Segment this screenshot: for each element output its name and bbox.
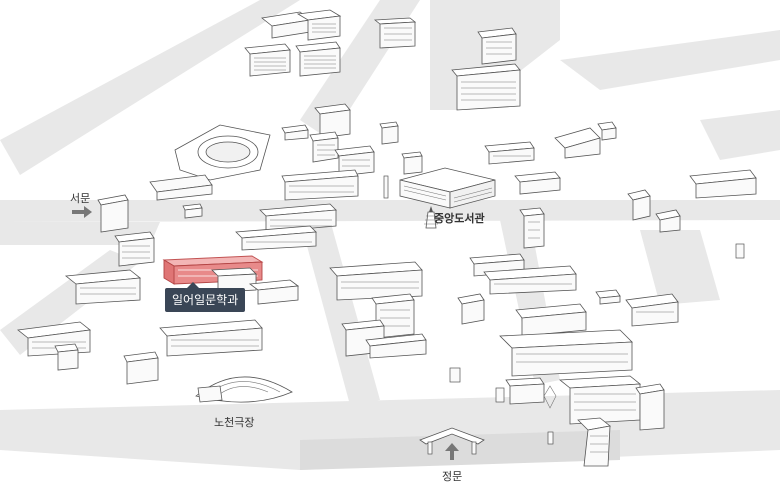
outdoor-theater [195,376,293,403]
tower-icon [424,206,438,229]
building-near-department [211,267,300,305]
building-cluster-west [17,194,203,385]
arrow-up-icon [445,443,459,460]
building-cluster-north-east [451,27,521,111]
building-cluster-east-north [484,121,757,259]
building-cluster-central-west [159,203,337,357]
signposts [449,367,554,445]
department-callout[interactable]: 일어일문학과 [165,282,246,312]
west-gate-label[interactable]: 서문 [70,192,91,205]
building-cluster-center-north [281,103,423,201]
outdoor-theater-label[interactable]: 노천극장 [214,416,255,429]
stadium [149,124,309,201]
central-library-label[interactable]: 중앙도서관 [434,212,485,225]
main-gate-structure [419,427,485,455]
building-cluster-east-center [457,253,679,337]
building-north-center [373,17,417,49]
arrow-right-icon [72,206,92,218]
building-complex-south-east [499,329,665,467]
main-gate-label[interactable]: 정문 [442,470,463,483]
building-cluster-north-west [244,9,342,77]
central-library-building [383,167,496,209]
building-cluster-center [329,261,427,359]
